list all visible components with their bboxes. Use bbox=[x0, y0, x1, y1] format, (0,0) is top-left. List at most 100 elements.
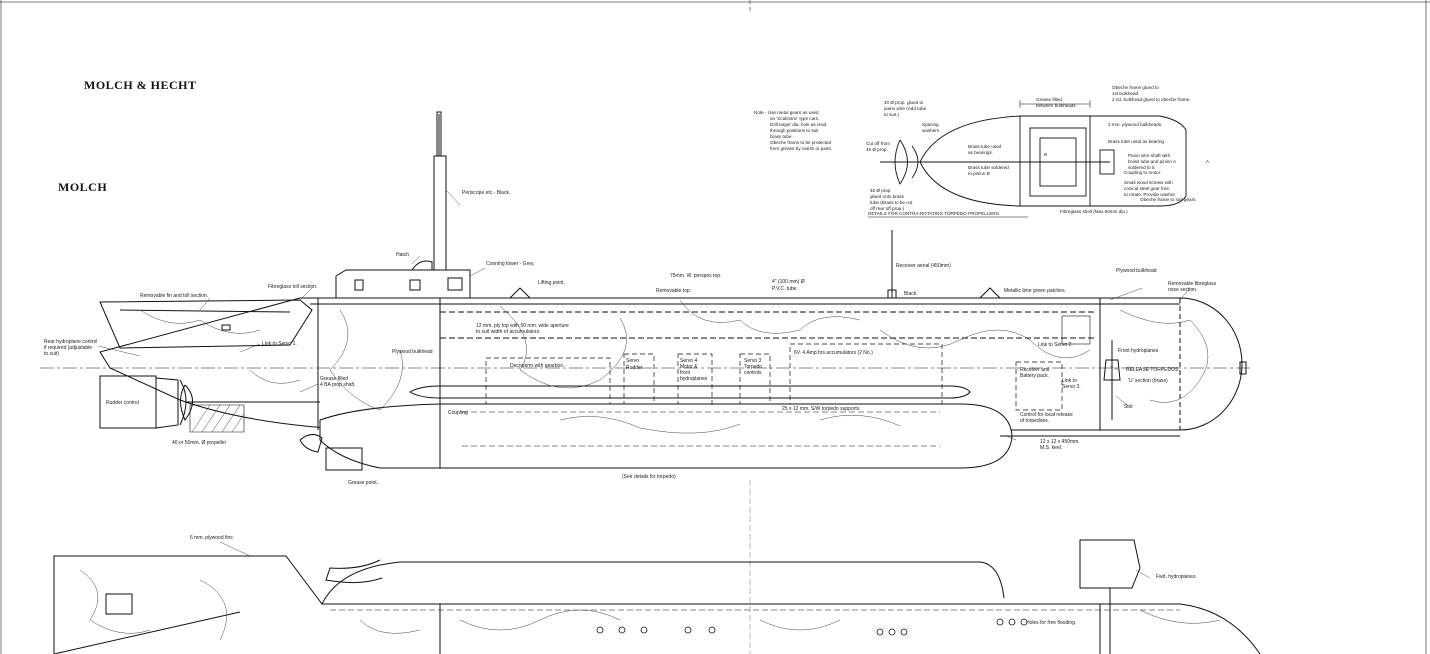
detail-obeche-gears: Obeche frame to suit gears. bbox=[1140, 197, 1197, 202]
label-removable-top: Removable top. bbox=[656, 288, 691, 294]
detail-grease-filled-1: Grease filled bbox=[1036, 97, 1062, 102]
detail-piano-2: brass tube and pinion A bbox=[1128, 159, 1177, 164]
label-nose-section-1: Removable fibreglass bbox=[1168, 281, 1217, 287]
detail-pinion-a: A bbox=[1206, 159, 1210, 164]
label-servo-rudder-1: Servo bbox=[626, 358, 639, 364]
leader-lines bbox=[97, 189, 1191, 579]
detail-ply-bulkheads: 3 mm. plywood bulkheads. bbox=[1108, 122, 1162, 127]
detail-piano-3: soldered to it. bbox=[1128, 165, 1156, 170]
label-servo-rudder-2: Rudder bbox=[626, 365, 643, 371]
label-servo-motor-4: hydroplanes bbox=[680, 376, 708, 382]
detail-brass-bearings-2: as bearings. bbox=[968, 150, 993, 155]
note-line: Obeche frame to be protected bbox=[770, 140, 831, 145]
detail-prop-glued-1: 40 Ø prop. glued to bbox=[884, 100, 924, 105]
label-plywood-bulkhead: Plywood bulkhead bbox=[392, 349, 433, 355]
detail-obeche-2: 1st bulkhead. bbox=[1112, 91, 1139, 96]
detail-spacing-2: washers bbox=[922, 128, 940, 133]
section-title-molch: MOLCH bbox=[58, 180, 108, 194]
note-line: brass tube. bbox=[770, 134, 793, 139]
label-control-release-1: Control for local release bbox=[1020, 412, 1073, 418]
detail-brass-soldered-1: Brass tube soldered bbox=[968, 165, 1009, 170]
label-black: Black. bbox=[904, 291, 918, 297]
label-keel-2: M.S. keel. bbox=[1040, 445, 1062, 451]
label-nose-section-2: nose section. bbox=[1168, 287, 1197, 293]
detail-obeche-3: 2 nd. bulkhead glued to obeche frame. bbox=[1112, 97, 1190, 102]
label-grease-shaft-1: Grease filled bbox=[320, 376, 348, 382]
detail-brass-bearing: Brass tube used as bearing. bbox=[1108, 139, 1165, 144]
label-grease-shaft-2: 4 BA prop shaft. bbox=[320, 382, 356, 388]
label-rear-hydroplane-1: Rear hydroplane control bbox=[44, 339, 97, 345]
label-hatch: Hatch bbox=[396, 252, 409, 258]
detail-cut-off-2: 45 Ø prop. bbox=[866, 147, 888, 152]
detail-grease-filled-2: between bulkheads. bbox=[1036, 103, 1077, 108]
detail-piano-1: Piano wire shaft with bbox=[1128, 153, 1171, 158]
label-ply-top-1: 12 mm. ply top with 50 mm. wide aperture bbox=[476, 323, 569, 329]
molch-side-view bbox=[40, 111, 1250, 471]
label-torpedo-supports: 25 x 12 mm. S/W torpedo supports. bbox=[782, 406, 861, 412]
label-front-hydroplanes: Front hydroplanes bbox=[1118, 348, 1159, 354]
label-servo-motor-2: Motor & bbox=[680, 364, 698, 370]
label-link-servo1: Link to Servo 1. bbox=[262, 341, 297, 347]
detail-spacing-1: Spacing bbox=[922, 122, 939, 127]
label-see-details: (See details for torpedo) bbox=[622, 474, 676, 480]
note-line: Drill larger dia. hole as read bbox=[770, 122, 827, 127]
detail-coupling-motor: Coupling to motor. bbox=[1124, 170, 1161, 175]
detail-wood-screws-2: conical steel gear free bbox=[1124, 186, 1169, 191]
label-slot: Slot bbox=[1124, 404, 1133, 410]
note-line: Note - Use metal gears as used bbox=[754, 110, 819, 115]
label-removable-fin: Removable fin and toll section. bbox=[140, 293, 208, 299]
label-servo-motor-3: front bbox=[680, 370, 691, 376]
label-rear-hydroplane-2: if required (adjustable bbox=[44, 345, 92, 351]
label-coupling: Coupling bbox=[448, 410, 468, 416]
torpedo-propeller-detail bbox=[868, 100, 1187, 218]
label-ply-fins: 6 mm. plywood fins bbox=[190, 535, 233, 541]
detail-brass-bearings-1: Brass tube used bbox=[968, 144, 1002, 149]
label-rear-hydroplane-3: to suit) bbox=[44, 351, 59, 357]
detail-prop45-1: 45 Ø prop bbox=[870, 188, 891, 193]
label-fin-toll: Fibreglass toll section. bbox=[268, 284, 317, 290]
note-line: through positions to suit bbox=[770, 128, 819, 133]
note-line: on 'Scalextric' type cars. bbox=[770, 116, 819, 121]
label-propeller: 40 or 50mm. Ø propeller bbox=[172, 440, 227, 446]
label-link-servo2: Link to Servo 2. bbox=[1038, 342, 1073, 348]
detail-wood-screws-3: to rotate. Provide washer. bbox=[1124, 192, 1176, 197]
label-accumulators: 6V. 4 Amp.hrs.accumulators (2 No.) bbox=[794, 350, 873, 356]
detail-title: DETAILS FOR CONTRA-ROTATING TORPEDO PROP… bbox=[868, 211, 1000, 216]
label-receiver-aerial: Receiver aerial (450mm) bbox=[896, 263, 951, 269]
detail-prop45-4: off rear off prop.) bbox=[870, 206, 905, 211]
detail-prop-glued-2: piano wire (Add tube bbox=[884, 106, 927, 111]
detail-pinion-b: B bbox=[1044, 152, 1047, 157]
label-servo3-3: controls. bbox=[744, 370, 763, 376]
detail-prop-glued-3: to suit.) bbox=[884, 112, 900, 117]
label-keel-1: 12 x 12 x 450mm. bbox=[1040, 439, 1080, 445]
label-servo3-2: Torpedo bbox=[744, 364, 762, 370]
detail-wood-screws-1: Small wood screws with bbox=[1124, 180, 1173, 185]
detail-prop45-2: glued onto brass bbox=[870, 194, 905, 199]
label-link-servo3-1: Link to bbox=[1062, 378, 1077, 384]
detail-obeche-1: Obeche frame glued to bbox=[1112, 85, 1159, 90]
label-u-section: 'U' section (brass) bbox=[1128, 378, 1168, 384]
detail-prop45-3: tube (Brass to be cut bbox=[870, 200, 913, 205]
hecht-side-view bbox=[53, 539, 1261, 654]
label-perspex-top: 75mm. W. perspex top. bbox=[670, 273, 721, 279]
label-servo3-1: Servo 3 bbox=[744, 358, 761, 364]
detail-shell: Fibreglass shell (Max.50mm dia.) bbox=[1060, 209, 1128, 214]
notes-block: Note - Use metal gears as used on 'Scale… bbox=[754, 110, 832, 151]
detail-labels: DETAILS FOR CONTRA-ROTATING TORPEDO PROP… bbox=[866, 85, 1210, 216]
label-pvc-tube-2: P.V.C. tube. bbox=[772, 286, 798, 292]
label-plywood-bulkhead-fwd: Plywood bulkhead bbox=[1116, 268, 1157, 274]
label-ply-top-2: to suit width of accumulators. bbox=[476, 329, 540, 335]
drawing-title: MOLCH & HECHT bbox=[84, 78, 197, 92]
label-fwd-hydroplanes: Fwd. hydroplanes. bbox=[1156, 574, 1197, 580]
note-line: from grease by varish or paint. bbox=[770, 146, 832, 151]
label-rudder-control: Rudder control bbox=[106, 400, 139, 406]
label-holes-flooding: Holes for free flooding. bbox=[1026, 620, 1076, 626]
label-grease-point: Grease point. bbox=[348, 480, 378, 486]
label-servo-motor-1: Servo 4 bbox=[680, 358, 697, 364]
label-control-release-2: of torpedoes. bbox=[1020, 418, 1049, 424]
diagram-labels: Periscope etc.- Black. Hatch Conning tow… bbox=[44, 190, 1217, 626]
label-receiver-battery-1: Receiver and bbox=[1020, 367, 1050, 373]
label-metallic-lime: Metallic lime green patches. bbox=[1004, 288, 1066, 294]
